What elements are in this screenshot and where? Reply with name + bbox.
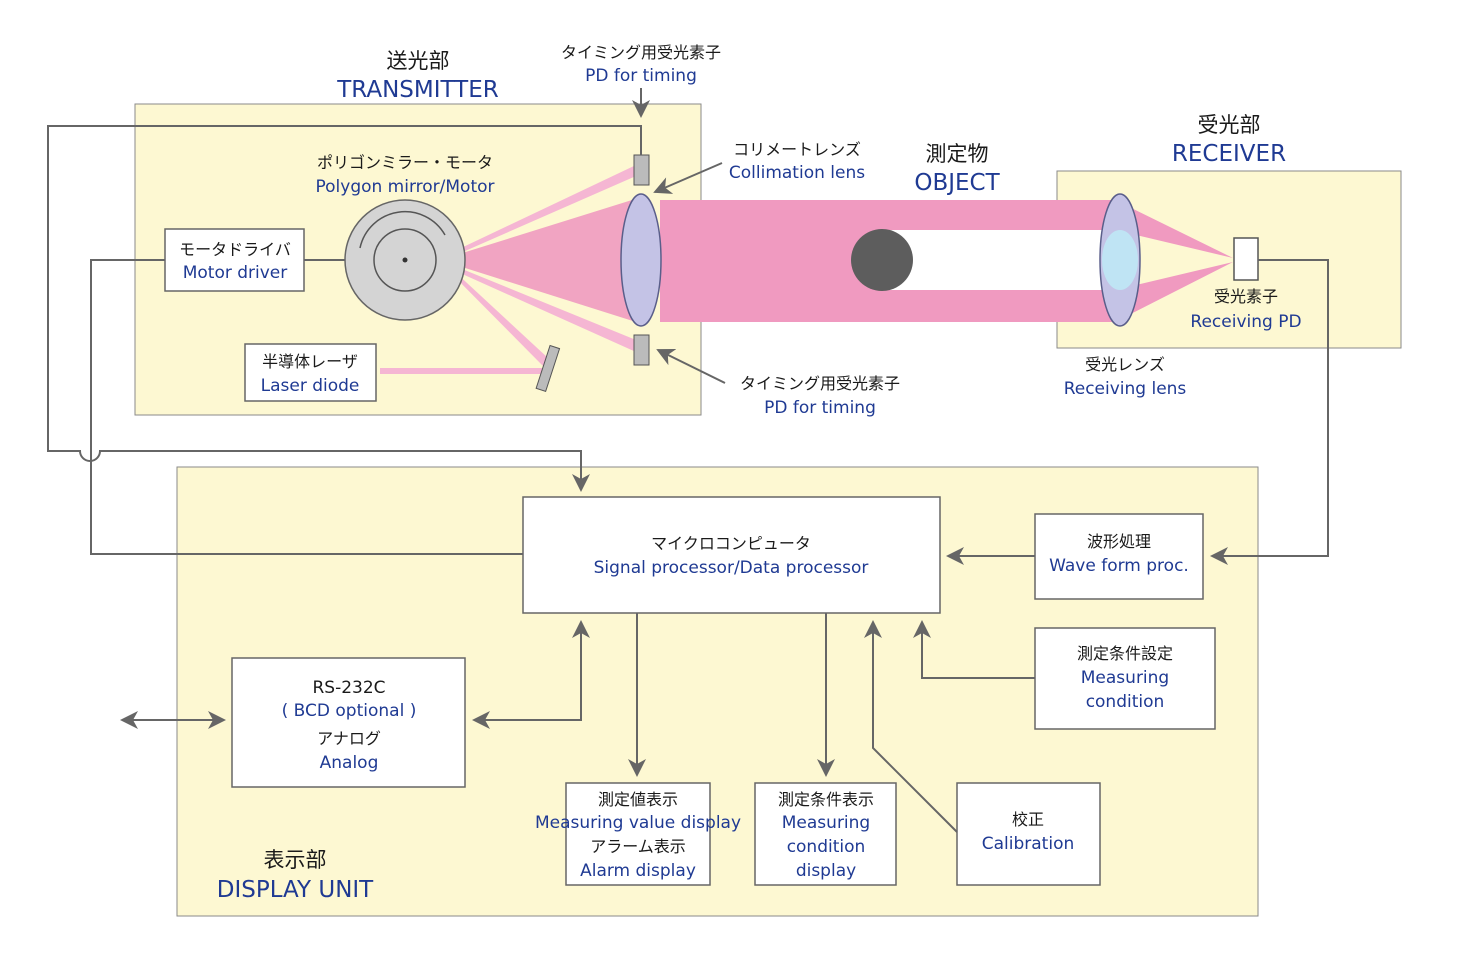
collimation-label-en: Collimation lens xyxy=(729,163,865,183)
display-title-jp: 表示部 xyxy=(264,848,327,872)
pd-bottom-pointer xyxy=(656,348,726,384)
transmitter-title-jp: 送光部 xyxy=(387,49,450,73)
calibration-box xyxy=(956,782,1101,886)
cdisp-label-jp: 測定条件表示 xyxy=(778,790,874,809)
micro-label-jp: マイクロコンピュータ xyxy=(651,534,811,553)
motor-control-line xyxy=(90,259,523,555)
condition-to-micro-line xyxy=(913,620,1035,679)
receiving-lens-label-en: Receiving lens xyxy=(1064,379,1187,399)
collimation-pointer xyxy=(653,162,723,194)
calib-to-micro-line xyxy=(864,620,958,833)
cdisp-label-en-3: display xyxy=(796,861,856,881)
laser-label-jp: 半導体レーザ xyxy=(262,352,358,371)
timing-signal-line xyxy=(47,125,642,492)
micro-rs232c-line xyxy=(472,620,590,729)
wave-proc-box xyxy=(1034,513,1204,600)
motor-driver-label-jp: モータドライバ xyxy=(179,240,291,259)
calib-label-jp: 校正 xyxy=(1012,810,1044,829)
receiving-lens-inner xyxy=(1102,230,1138,290)
val-label-jp: 測定値表示 xyxy=(598,790,678,809)
receiving-lens-label-jp: 受光レンズ xyxy=(1085,355,1165,374)
timing-pd-top xyxy=(633,154,650,186)
laser-beam xyxy=(380,368,542,374)
pd-bottom-label-jp: タイミング用受光素子 xyxy=(740,374,900,393)
display-title-en: DISPLAY UNIT xyxy=(217,877,374,903)
rs-label-2: ( BCD optional ) xyxy=(282,701,417,721)
cond-label-en-1: Measuring xyxy=(1081,668,1169,688)
receiving-pd-label-jp: 受光素子 xyxy=(1214,287,1278,306)
pd-top-label-en: PD for timing xyxy=(585,66,697,86)
collimation-label-jp: コリメートレンズ xyxy=(733,140,861,159)
object-shadow xyxy=(882,230,1115,290)
rotation-arc xyxy=(359,210,446,249)
motor-driver-box xyxy=(164,228,305,292)
laser-reflect-beam xyxy=(440,258,548,366)
converging-beam-top xyxy=(1115,200,1233,258)
pd-bottom-label-en: PD for timing xyxy=(764,398,876,418)
micro-label-en: Signal processor/Data processor xyxy=(594,558,869,578)
microcomputer-box xyxy=(522,496,941,614)
polygon-center xyxy=(402,257,408,263)
pd-top-label-jp: タイミング用受光素子 xyxy=(561,43,721,62)
alarm-label-en: Alarm display xyxy=(580,861,696,881)
receiver-signal-line xyxy=(1210,259,1329,565)
receiver-title-jp: 受光部 xyxy=(1198,113,1261,137)
motor-driver-label-en: Motor driver xyxy=(183,263,288,283)
receiving-pd xyxy=(1233,237,1259,281)
rs-label-1: RS-232C xyxy=(312,678,385,698)
timing-beam-bottom xyxy=(440,260,636,352)
receiver-title-en: RECEIVER xyxy=(1172,141,1286,167)
wave-label-jp: 波形処理 xyxy=(1087,532,1151,551)
object-title-en: OBJECT xyxy=(914,170,1000,196)
wave-label-en: Wave form proc. xyxy=(1049,556,1189,576)
val-label-en: Measuring value display xyxy=(535,813,741,833)
cond-label-jp: 測定条件設定 xyxy=(1077,644,1173,663)
alarm-label-jp: アラーム表示 xyxy=(590,837,686,856)
collimation-lens xyxy=(620,193,662,327)
rs-label-en: Analog xyxy=(320,753,379,773)
polygon-inner-ring xyxy=(373,228,437,292)
rs232c-box xyxy=(231,657,466,788)
scan-fan-beam xyxy=(440,200,636,322)
polygon-label-jp: ポリゴンミラー・モータ xyxy=(317,153,493,172)
cond-label-en-2: condition xyxy=(1086,692,1165,712)
laser-mirror xyxy=(535,344,561,393)
measured-object xyxy=(851,229,913,291)
value-display-box xyxy=(565,782,711,886)
laser-diode-box xyxy=(244,343,377,402)
condition-display-box xyxy=(754,782,897,886)
receiving-pd-label-en: Receiving PD xyxy=(1190,312,1301,332)
meas-condition-box xyxy=(1034,627,1216,730)
calib-label-en: Calibration xyxy=(982,834,1075,854)
transmitter-title-en: TRANSMITTER xyxy=(336,77,498,103)
object-title-jp: 測定物 xyxy=(926,142,989,166)
polygon-label-en: Polygon mirror/Motor xyxy=(315,177,494,197)
timing-pd-bottom xyxy=(633,334,650,366)
laser-label-en: Laser diode xyxy=(261,376,360,396)
cdisp-label-en-2: condition xyxy=(787,837,866,857)
rs-label-jp: アナログ xyxy=(317,729,381,748)
cdisp-label-en-1: Measuring xyxy=(782,813,870,833)
timing-beam-top xyxy=(440,165,636,262)
converging-beam-bottom xyxy=(1115,262,1233,322)
